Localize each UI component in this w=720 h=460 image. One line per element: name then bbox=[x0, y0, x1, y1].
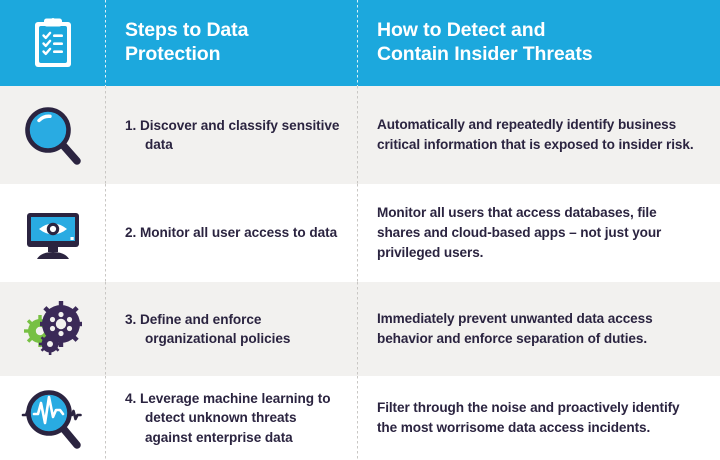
header-icon-cell bbox=[0, 0, 105, 86]
row-description-cell: Monitor all users that access databases,… bbox=[358, 184, 720, 282]
header-detect-title-line2: Contain Insider Threats bbox=[377, 43, 593, 65]
magnifier-pulse-icon bbox=[17, 382, 89, 454]
description-text: Filter through the noise and proactively… bbox=[377, 400, 680, 435]
step-text: 4. Leverage machine learning to detect u… bbox=[125, 391, 331, 445]
row-icon-cell bbox=[0, 86, 105, 184]
row-description-cell: Immediately prevent unwanted data access… bbox=[358, 282, 720, 376]
row-description-cell: Automatically and repeatedly identify bu… bbox=[358, 86, 720, 184]
table-row: 1. Discover and classify sensitive data … bbox=[0, 86, 720, 184]
step-text: 1. Discover and classify sensitive data bbox=[125, 117, 340, 152]
header-steps-title-line1: Steps to Data bbox=[125, 19, 249, 42]
row-step-cell: 2. Monitor all user access to data bbox=[105, 184, 358, 282]
description-text: Immediately prevent unwanted data access… bbox=[377, 311, 653, 346]
row-icon-cell bbox=[0, 376, 105, 460]
header-detect-title-line1: How to Detect and bbox=[377, 19, 546, 42]
clipboard-checklist-icon bbox=[30, 17, 76, 69]
table-row: 4. Leverage machine learning to detect u… bbox=[0, 376, 720, 460]
row-icon-cell bbox=[0, 282, 105, 376]
description-text: Automatically and repeatedly identify bu… bbox=[377, 117, 694, 152]
monitor-eye-icon bbox=[17, 197, 89, 269]
row-icon-cell bbox=[0, 184, 105, 282]
step-text: 2. Monitor all user access to data bbox=[125, 225, 338, 241]
description-text: Monitor all users that access databases,… bbox=[377, 205, 662, 260]
row-step-cell: 4. Leverage machine learning to detect u… bbox=[105, 376, 358, 460]
gears-icon bbox=[17, 293, 89, 365]
row-step-cell: 1. Discover and classify sensitive data bbox=[105, 86, 358, 184]
magnifying-glass-icon bbox=[17, 99, 89, 171]
table-row: 3. Define and enforce organizational pol… bbox=[0, 282, 720, 376]
row-description-cell: Filter through the noise and proactively… bbox=[358, 376, 720, 460]
header-steps-title-line2: Protection bbox=[125, 43, 221, 65]
table-row: 2. Monitor all user access to data Monit… bbox=[0, 184, 720, 282]
row-step-cell: 3. Define and enforce organizational pol… bbox=[105, 282, 358, 376]
step-text: 3. Define and enforce organizational pol… bbox=[125, 311, 291, 346]
